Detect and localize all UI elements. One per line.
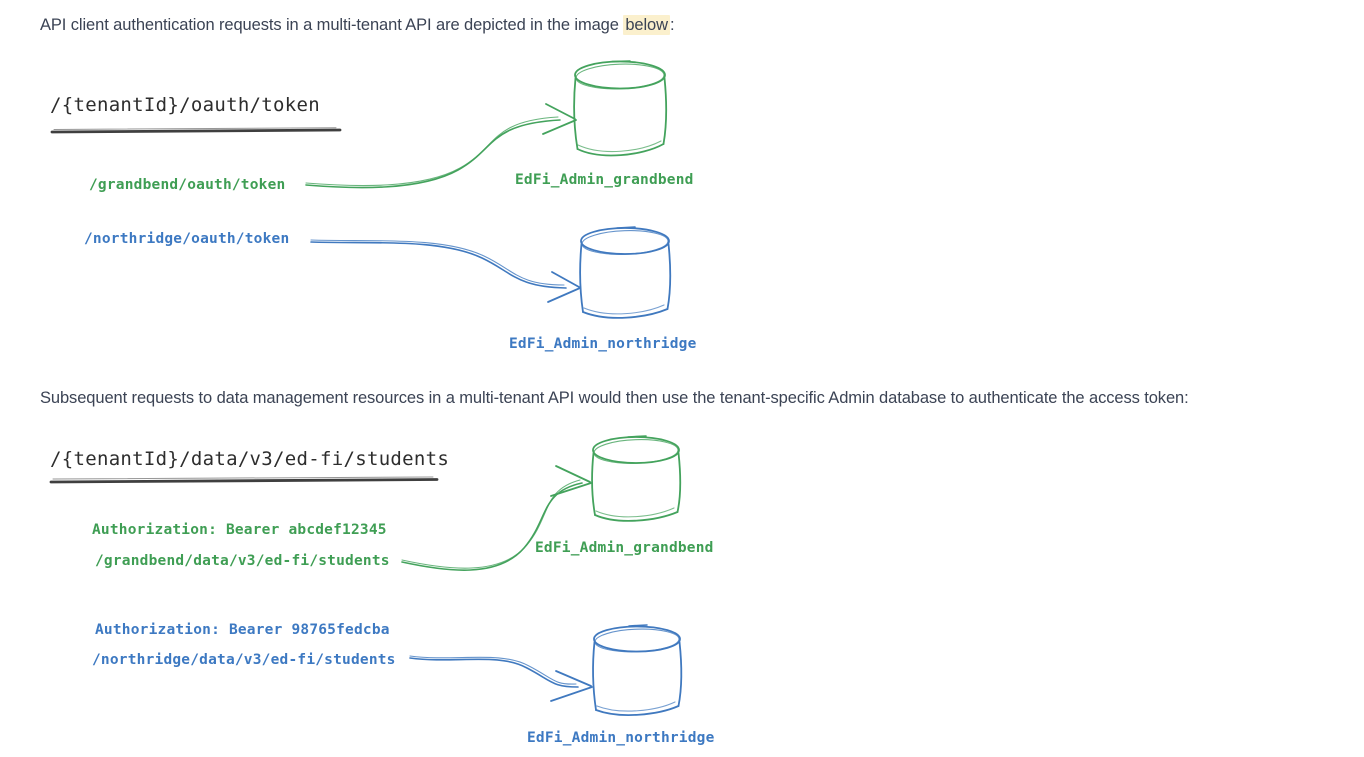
db-label-grandbend-1: EdFi_Admin_grandbend [515, 172, 694, 188]
database-icon-grandbend-2 [591, 435, 682, 522]
intro-colon: : [669, 16, 675, 34]
request-northridge-oauth: /northridge/oauth/token [84, 231, 290, 247]
intro-text: API client authentication requests in a … [40, 16, 624, 34]
database-icon-northridge-2 [592, 624, 683, 716]
database-icon-grandbend-1 [573, 60, 668, 157]
highlighted-term: below [623, 15, 670, 35]
endpoint-underline-2 [49, 476, 439, 484]
arrow-northridge-data [409, 655, 593, 702]
arrow-northridge-oauth [310, 239, 581, 303]
db-label-northridge-1: EdFi_Admin_northridge [509, 336, 697, 352]
db-label-northridge-2: EdFi_Admin_northridge [527, 730, 715, 746]
endpoint-students: /{tenantId}/data/v3/ed-fi/students [50, 448, 450, 470]
intro-paragraph: API client authentication requests in a … [40, 15, 675, 36]
database-icon-northridge-1 [579, 226, 672, 319]
endpoint-oauth-token: /{tenantId}/oauth/token [50, 94, 320, 116]
auth-header-northridge: Authorization: Bearer 98765fedcba [95, 622, 390, 638]
endpoint-underline-1 [50, 127, 342, 134]
request-grandbend-oauth: /grandbend/oauth/token [89, 177, 286, 193]
request-grandbend-data: /grandbend/data/v3/ed-fi/students [95, 553, 390, 569]
db-label-grandbend-2: EdFi_Admin_grandbend [535, 540, 714, 556]
request-northridge-data: /northridge/data/v3/ed-fi/students [92, 652, 396, 668]
middle-paragraph: Subsequent requests to data management r… [40, 389, 1189, 407]
auth-header-grandbend: Authorization: Bearer abcdef12345 [92, 522, 387, 538]
